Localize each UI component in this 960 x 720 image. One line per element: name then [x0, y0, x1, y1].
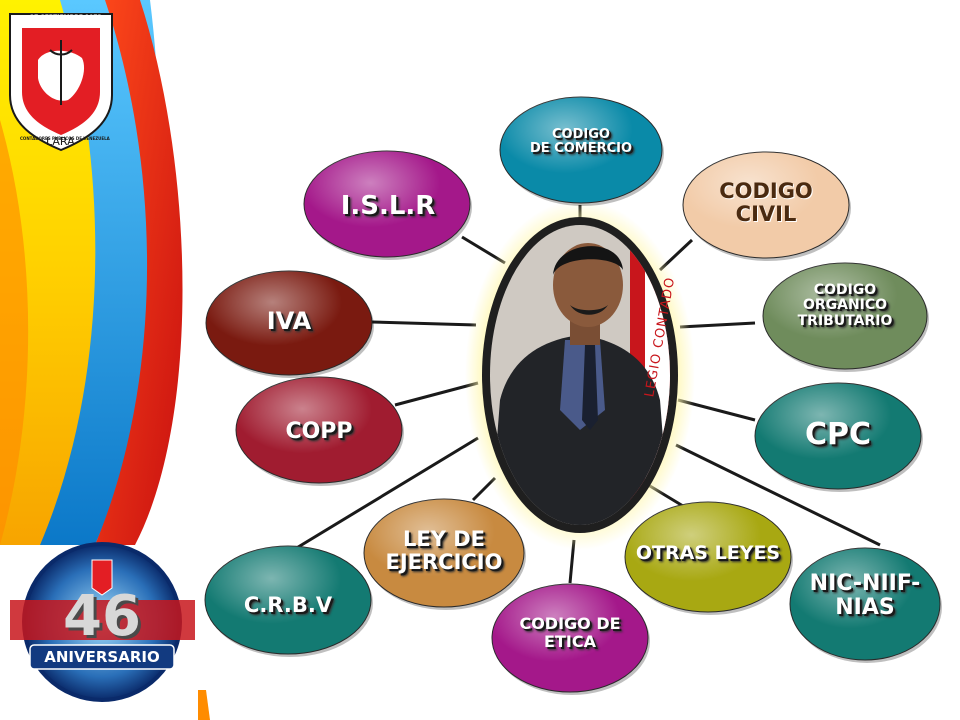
node-copp-line1: COPP	[285, 419, 353, 444]
crest-region: LARA	[46, 135, 75, 148]
node-etica-line2: ETICA	[544, 631, 596, 651]
node-codigo-comercio-line2: DE COMERCIO	[529, 141, 633, 157]
node-codigo-civil-line1: CODIGO	[719, 179, 813, 203]
node-otras-leyes[interactable]: OTRAS LEYES	[625, 543, 791, 564]
node-iva[interactable]: IVA	[206, 307, 372, 335]
node-cot-line2: ORGANICO	[802, 297, 888, 314]
node-highlight-iva	[206, 271, 372, 375]
node-ley-line2: EJERCICIO	[385, 550, 503, 575]
node-codigo-organico-tributario[interactable]: CODIGO ORGANICO TRIBUTARIO	[763, 282, 927, 329]
node-nic-niif-nias[interactable]: NIC-NIIF- NIAS	[790, 571, 940, 621]
node-codigo-comercio-line1: CODIGO	[552, 127, 610, 142]
node-otras-line1: OTRAS LEYES	[635, 542, 781, 564]
node-cot-line1: CODIGO	[813, 282, 877, 298]
node-etica-line1: CODIGO DE	[519, 614, 621, 633]
node-highlight-etica	[492, 584, 648, 692]
node-cot-line3: TRIBUTARIO	[797, 312, 893, 329]
node-cpc[interactable]: CPC	[755, 418, 921, 451]
node-cpc-line1: CPC	[804, 417, 872, 452]
crest-ring-text: CONTADORES PUBLICOS DE VENEZUELA	[20, 136, 110, 141]
node-highlight-cpc	[755, 383, 921, 489]
node-highlight-codigo_civil	[683, 152, 849, 258]
node-crbv-line1: C.R.B.V	[243, 593, 333, 617]
node-highlight-cot	[763, 263, 927, 369]
node-islr-line1: I.S.L.R	[340, 191, 436, 221]
node-copp[interactable]: COPP	[236, 419, 402, 444]
node-crbv[interactable]: C.R.B.V	[205, 593, 371, 617]
node-highlight-islr	[304, 151, 470, 257]
node-nic-line2: NIAS	[835, 595, 895, 621]
node-islr[interactable]: I.S.L.R	[305, 192, 471, 221]
node-iva-line1: IVA	[266, 307, 312, 335]
node-ley-ejercicio[interactable]: LEY DE EJERCICIO	[364, 527, 524, 575]
node-highlight-otras	[625, 502, 791, 612]
node-codigo-civil-line2: CIVIL	[735, 202, 797, 227]
node-nic-line1: NIC-NIIF-	[809, 571, 921, 596]
node-highlight-nic	[790, 548, 940, 660]
node-highlight-ley	[364, 499, 524, 607]
anniversary-label: ANIVERSARIO	[44, 648, 160, 666]
node-codigo-civil[interactable]: CODIGO CIVIL	[683, 179, 849, 227]
anniversary-number: 46	[63, 584, 141, 649]
node-highlight-crbv	[205, 546, 371, 654]
node-highlight-copp	[236, 377, 402, 483]
node-codigo-etica[interactable]: CODIGO DE ETICA	[492, 615, 648, 650]
crest-date: 27 SEPTIEMBRE 1973	[30, 14, 102, 21]
node-highlight-codigo_comercio	[500, 97, 662, 203]
node-ley-line1: LEY DE	[402, 527, 486, 551]
node-codigo-comercio[interactable]: CODIGO DE COMERCIO	[500, 127, 662, 157]
